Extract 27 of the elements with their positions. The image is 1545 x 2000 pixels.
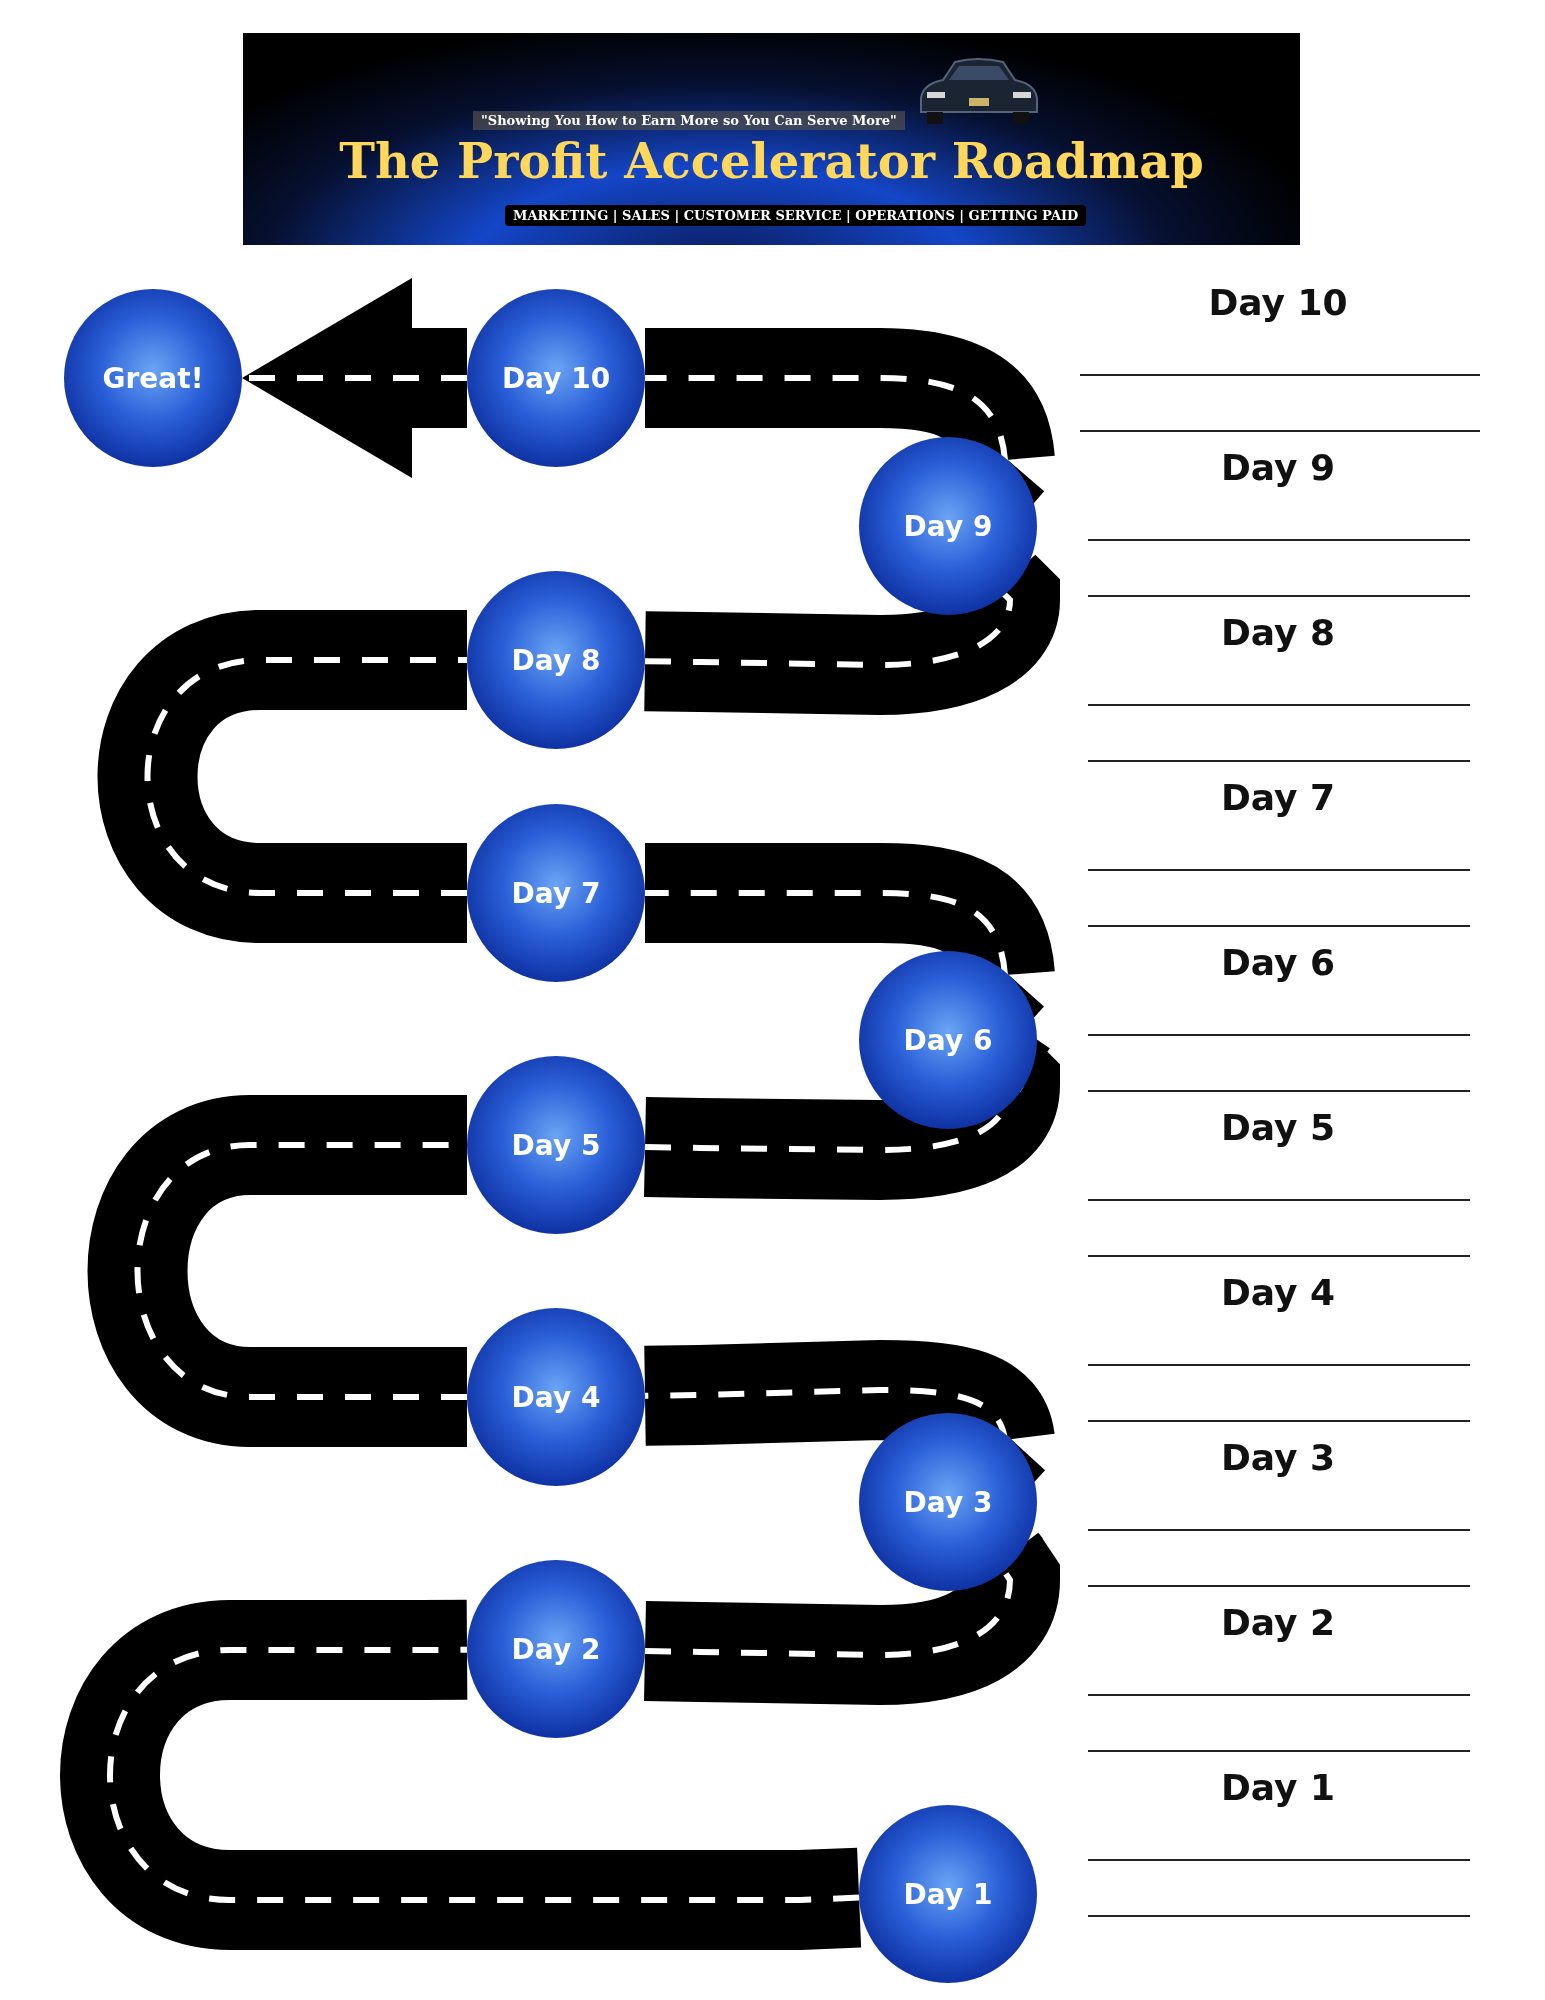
day-heading: Day 8 [1219, 612, 1337, 653]
day-heading: Day 4 [1219, 1272, 1337, 1313]
node-label: Day 9 [903, 509, 993, 543]
road [97, 610, 470, 943]
tagline: "Showing You How to Earn More so You Can Serve More" [473, 111, 905, 130]
node-label: Day 6 [903, 1023, 993, 1057]
road [60, 1599, 862, 1950]
node-label: Day 4 [511, 1380, 601, 1414]
day-heading: Day 3 [1219, 1437, 1337, 1478]
node-label: Day 3 [903, 1485, 993, 1519]
node-label: Day 8 [511, 643, 601, 677]
node-label: Great! [102, 361, 204, 395]
road [87, 1095, 470, 1447]
node-label: Day 5 [511, 1128, 601, 1162]
node-label: Day 7 [511, 876, 601, 910]
subtitle: MARKETING | SALES | CUSTOMER SERVICE | OPERATIONS | GETTING PAID [505, 205, 1087, 226]
title: The Profit Accelerator Roadmap [338, 133, 1205, 189]
node-label: Day 10 [501, 361, 611, 395]
day-heading: Day 1 [1219, 1767, 1337, 1808]
day-heading: Day 7 [1219, 777, 1337, 818]
day-heading: Day 10 [1207, 282, 1349, 323]
node-label: Day 2 [511, 1632, 601, 1666]
day-heading: Day 9 [1219, 447, 1337, 488]
node-label: Day 1 [903, 1877, 993, 1911]
day-heading: Day 5 [1219, 1107, 1337, 1148]
day-heading: Day 2 [1219, 1602, 1337, 1643]
day-heading: Day 6 [1219, 942, 1337, 983]
